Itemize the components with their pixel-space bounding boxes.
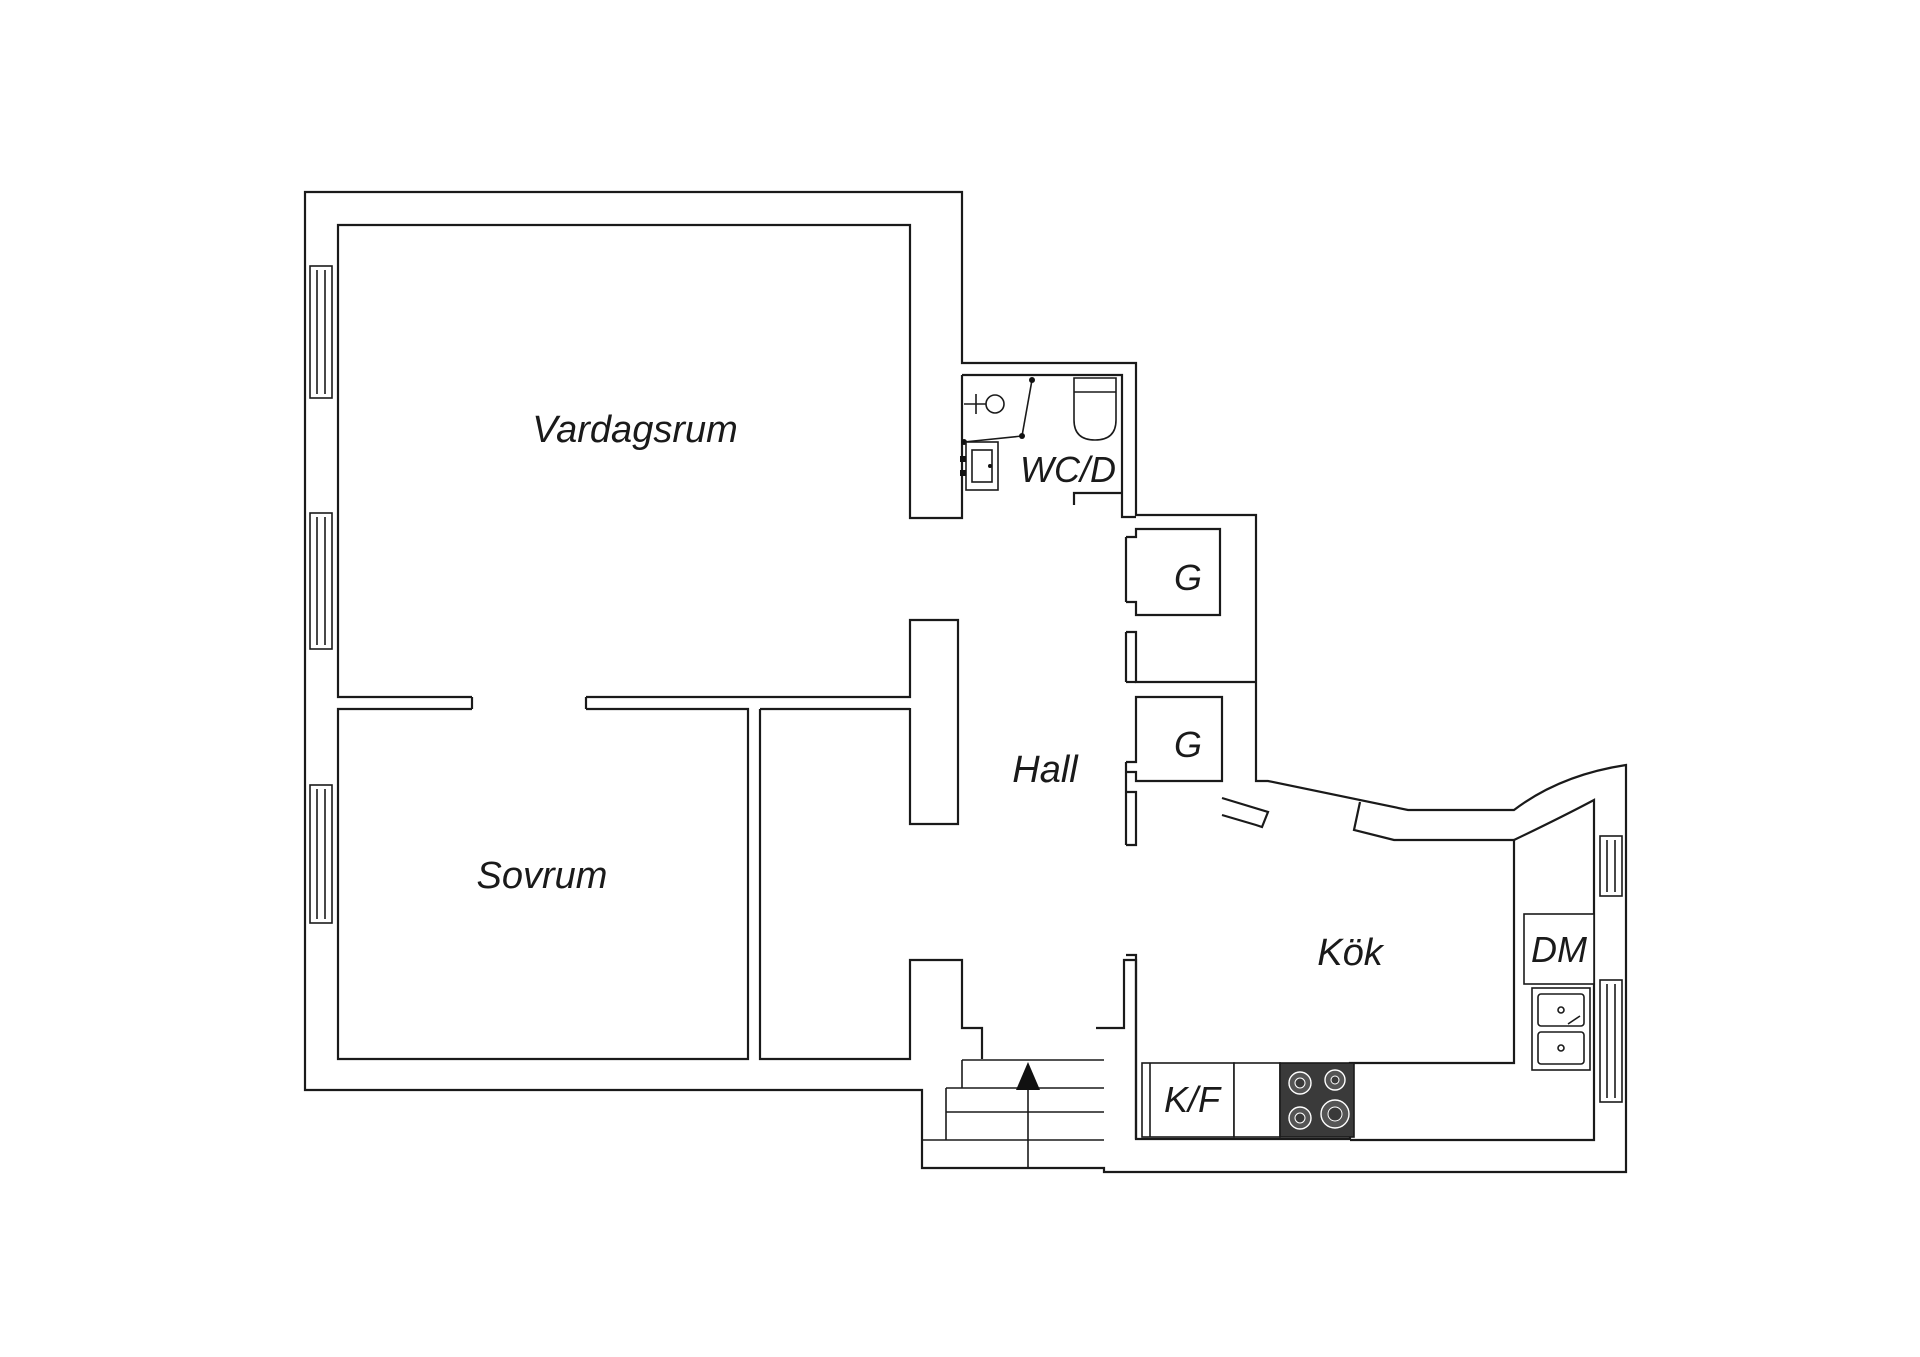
kitchen-label: Kök xyxy=(1317,932,1384,974)
bathroom-label: WC/D xyxy=(1020,449,1116,490)
wardrobe-label: G xyxy=(1174,557,1202,598)
dishwasher-label: DM xyxy=(1531,929,1587,970)
fridge-freezer-label: K/F xyxy=(1164,1079,1222,1120)
toilet-icon xyxy=(1073,377,1117,441)
bathroom-sink-icon xyxy=(960,441,999,491)
wardrobe-label: G xyxy=(1174,724,1202,765)
windows xyxy=(309,265,1623,1103)
entrance-arrow-icon xyxy=(1016,1062,1040,1090)
kitchen-walls xyxy=(1126,796,1596,1142)
shower-icon xyxy=(961,377,1035,445)
living-room-label: Vardagsrum xyxy=(532,409,738,451)
window xyxy=(309,512,333,650)
bedroom-label: Sovrum xyxy=(477,855,608,897)
bedroom-walls xyxy=(336,707,750,1061)
exterior-walls xyxy=(303,190,1628,1174)
window xyxy=(1599,979,1623,1103)
sink-icon xyxy=(1531,987,1591,1071)
living-room-walls xyxy=(336,223,964,826)
counter xyxy=(1233,1062,1281,1138)
hall-label: Hall xyxy=(1012,749,1079,791)
entrance-stairs xyxy=(922,1059,1104,1168)
fridge-freezer xyxy=(1141,1062,1235,1138)
wardrobe-walls xyxy=(1124,527,1256,847)
window xyxy=(309,784,333,924)
hall-walls xyxy=(758,707,1138,1061)
window xyxy=(1599,835,1623,897)
dishwasher xyxy=(1523,913,1595,985)
stove-icon xyxy=(1279,1062,1355,1138)
window xyxy=(309,265,333,399)
